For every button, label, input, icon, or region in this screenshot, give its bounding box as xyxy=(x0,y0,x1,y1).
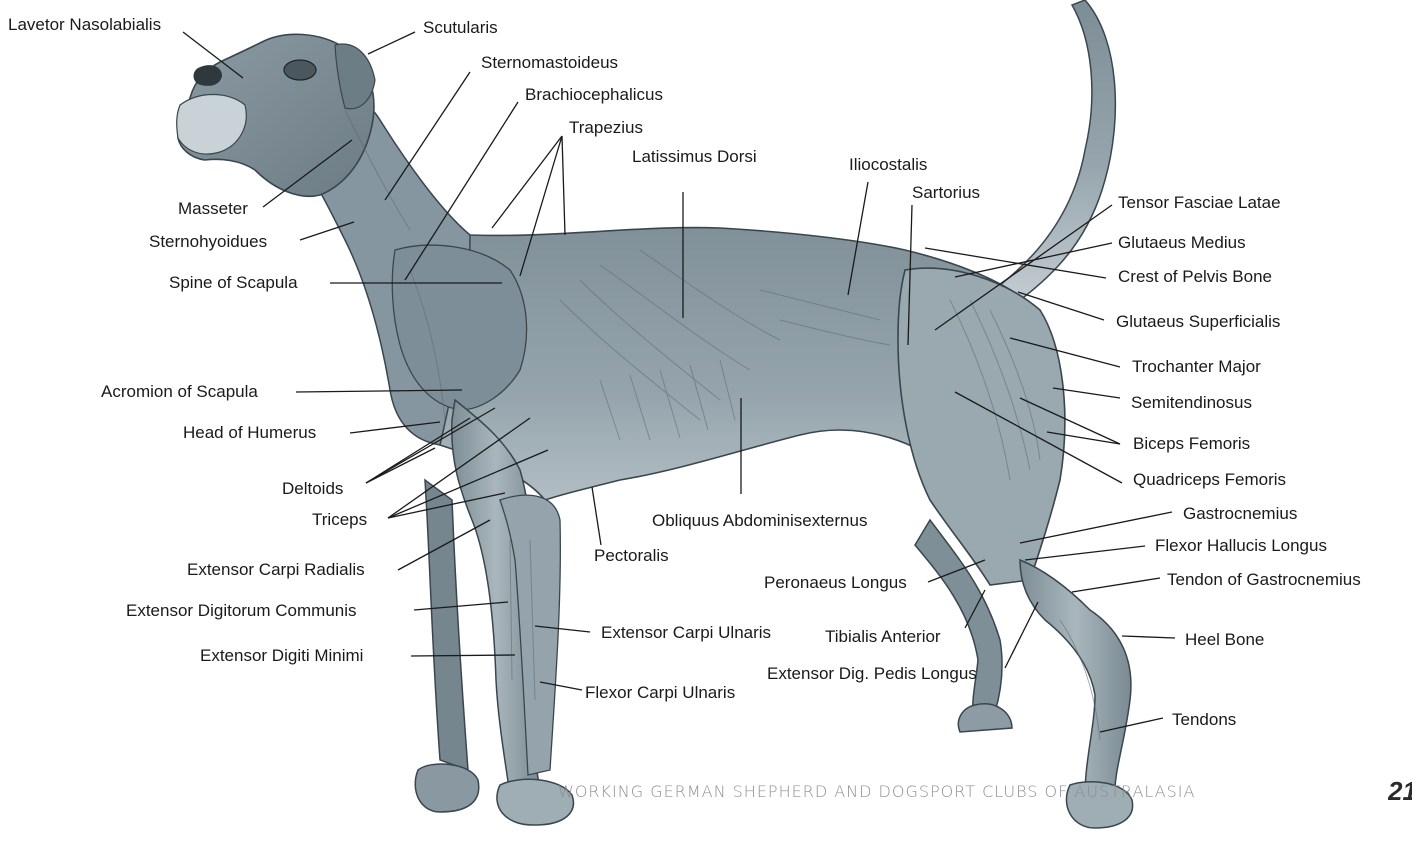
label-trochanter-major: Trochanter Major xyxy=(1132,357,1261,377)
label-sternomastoideus: Sternomastoideus xyxy=(481,53,618,73)
label-pectoralis: Pectoralis xyxy=(594,546,669,566)
nose xyxy=(194,65,223,86)
label-triceps: Triceps xyxy=(312,510,367,530)
label-spine-of-scapula: Spine of Scapula xyxy=(169,273,298,293)
eye xyxy=(284,60,316,80)
label-peronaeus-longus: Peronaeus Longus xyxy=(764,573,907,593)
label-tensor-fasciae-latae: Tensor Fasciae Latae xyxy=(1118,193,1281,213)
label-sartorius: Sartorius xyxy=(912,183,980,203)
label-tibialis-anterior: Tibialis Anterior xyxy=(825,627,941,647)
label-semitendinosus: Semitendinosus xyxy=(1131,393,1252,413)
label-gastrocnemius: Gastrocnemius xyxy=(1183,504,1297,524)
far-fore-paw xyxy=(415,764,479,812)
footer-organization: WORKING GERMAN SHEPHERD AND DOGSPORT CLU… xyxy=(558,782,1195,801)
label-extensor-carpi-radialis: Extensor Carpi Radialis xyxy=(187,560,365,580)
label-crest-of-pelvis-bone: Crest of Pelvis Bone xyxy=(1118,267,1272,287)
lower-hind-leg xyxy=(1020,560,1131,795)
label-sternohyoidues: Sternohyoidues xyxy=(149,232,267,252)
label-glutaeus-medius: Glutaeus Medius xyxy=(1118,233,1246,253)
label-latissimus-dorsi: Latissimus Dorsi xyxy=(632,147,757,167)
label-flexor-hallucis-longus: Flexor Hallucis Longus xyxy=(1155,536,1327,556)
label-masseter: Masseter xyxy=(178,199,248,219)
label-brachiocephalicus: Brachiocephalicus xyxy=(525,85,663,105)
label-obliquus-abdominisexternus: Obliquus Abdominisexternus xyxy=(652,511,867,531)
label-glutaeus-superficialis: Glutaeus Superficialis xyxy=(1116,312,1280,332)
label-extensor-dig-pedis-longus: Extensor Dig. Pedis Longus xyxy=(767,664,977,684)
label-trapezius: Trapezius xyxy=(569,118,643,138)
label-heel-bone: Heel Bone xyxy=(1185,630,1264,650)
page-number: 21 xyxy=(1388,776,1412,807)
label-flexor-carpi-ulnaris: Flexor Carpi Ulnaris xyxy=(585,683,735,703)
far-hind-paw xyxy=(958,704,1012,732)
far-foreleg xyxy=(425,480,468,770)
label-tendon-of-gastrocnemius: Tendon of Gastrocnemius xyxy=(1167,570,1361,590)
label-tendons: Tendons xyxy=(1172,710,1236,730)
label-lavetor-nasolabialis: Lavetor Nasolabialis xyxy=(8,15,161,35)
label-scutularis: Scutularis xyxy=(423,18,498,38)
label-biceps-femoris: Biceps Femoris xyxy=(1133,434,1250,454)
label-deltoids: Deltoids xyxy=(282,479,343,499)
label-iliocostalis: Iliocostalis xyxy=(849,155,927,175)
label-acromion-of-scapula: Acromion of Scapula xyxy=(101,382,258,402)
label-quadriceps-femoris: Quadriceps Femoris xyxy=(1133,470,1286,490)
label-head-of-humerus: Head of Humerus xyxy=(183,423,316,443)
label-extensor-carpi-ulnaris: Extensor Carpi Ulnaris xyxy=(601,623,771,643)
label-extensor-digitorum-communis: Extensor Digitorum Communis xyxy=(126,601,357,621)
label-extensor-digiti-minimi: Extensor Digiti Minimi xyxy=(200,646,363,666)
